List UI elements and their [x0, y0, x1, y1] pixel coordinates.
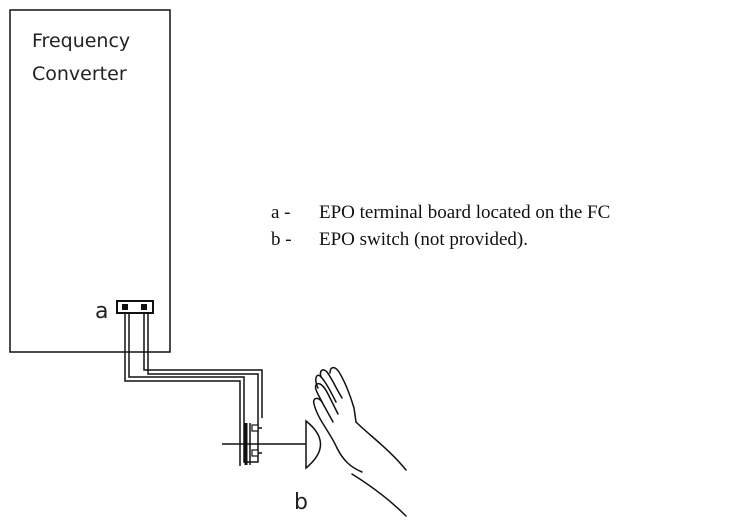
frequency-converter-box	[9, 9, 171, 353]
legend-item-b: b - EPO switch (not provided).	[271, 226, 610, 253]
legend-item-a: a - EPO terminal board located on the FC	[271, 199, 610, 226]
hand-icon	[312, 366, 407, 517]
frequency-converter-title-line1: Frequency	[32, 30, 130, 52]
callout-b-label: b	[294, 490, 308, 515]
terminal-screw-1	[122, 304, 128, 310]
legend-text-b: EPO switch (not provided).	[319, 229, 528, 250]
legend-key-b: b -	[271, 229, 292, 250]
legend: a - EPO terminal board located on the FC…	[271, 199, 610, 253]
callout-a-label: a	[95, 299, 108, 324]
terminal-screw-2	[141, 304, 147, 310]
epo-switch	[222, 419, 322, 470]
frequency-converter-title-line2: Converter	[32, 63, 127, 85]
legend-text-a: EPO terminal board located on the FC	[319, 202, 611, 223]
legend-key-a: a -	[271, 202, 291, 223]
